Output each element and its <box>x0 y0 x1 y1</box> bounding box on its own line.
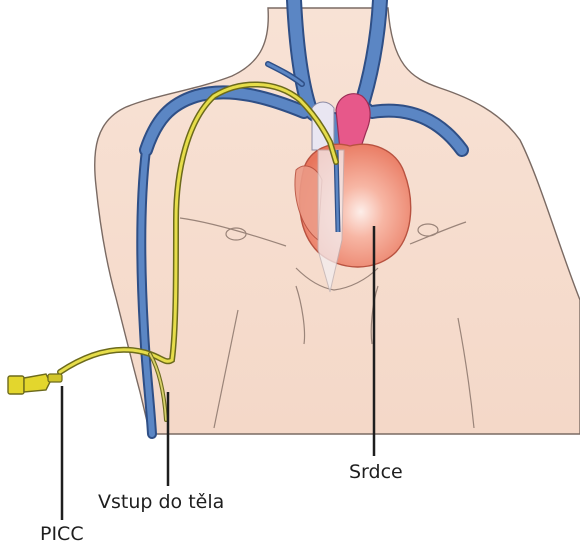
label-heart: Srdce <box>349 461 403 483</box>
picc-hub-connector <box>8 374 62 394</box>
label-picc: PICC <box>40 523 84 545</box>
label-insertion-site: Vstup do těla <box>98 491 224 513</box>
